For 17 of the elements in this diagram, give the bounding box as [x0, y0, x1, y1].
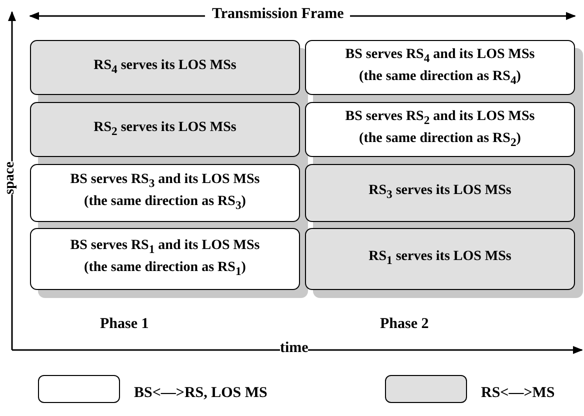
box-text: BS serves RS$_{1}$ and its LOS MSs (the same direction as RS$_{1}$) [69, 237, 261, 280]
phase-box [305, 102, 575, 157]
phase-box [30, 228, 300, 290]
box-text: BS serves RS$_{2}$ and its LOS MSs (the same direction as RS$_{2}$) [344, 108, 536, 150]
box-text: RS$_{3}$ serves its LOS MSs [368, 182, 512, 203]
box-text: RS$_{1}$ serves its LOS MSs [368, 248, 512, 269]
legend-label: BS<—>RS, LOS MS [134, 385, 268, 402]
phase-box [305, 40, 575, 95]
phase-box [305, 164, 575, 222]
phase-box [30, 164, 300, 222]
box-text: RS$_{4}$ serves its LOS MSs [94, 56, 236, 78]
box-text: BS serves RS$_{4}$ and its LOS MSs (the same direction as RS$_{4}$) [344, 46, 536, 88]
phase-box [30, 40, 300, 95]
box-text: RS$_{2}$ serves its LOS MSs [94, 118, 236, 140]
box-text: BS serves RS$_{3}$ and its LOS MSs (the same direction as RS$_{3}$) [69, 171, 261, 214]
phase-box [30, 102, 300, 157]
phase-box [305, 228, 575, 290]
